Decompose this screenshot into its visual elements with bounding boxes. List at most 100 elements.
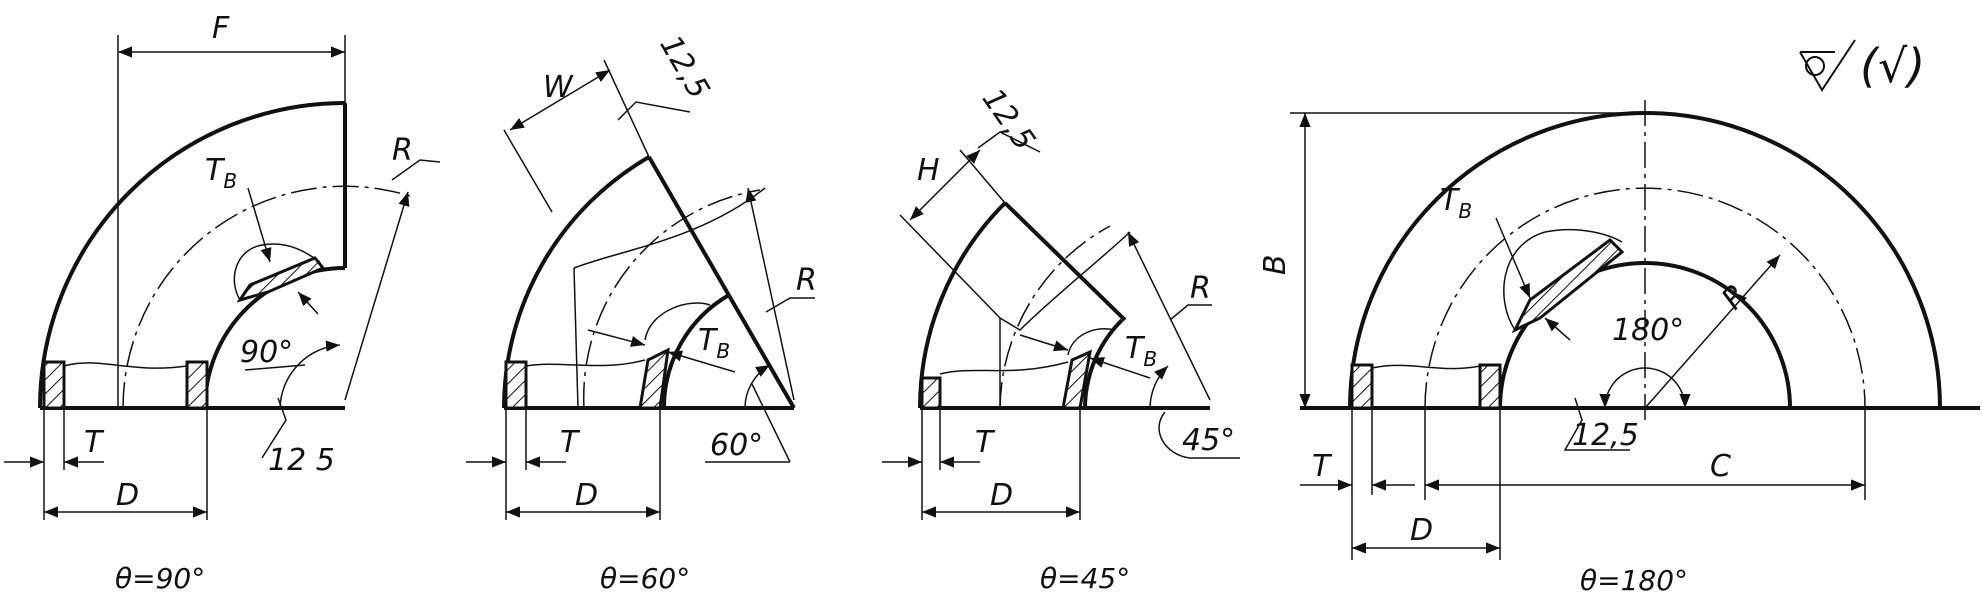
dim-extension	[503, 129, 553, 213]
wall-detail-hatch	[236, 256, 326, 303]
label-R: R	[796, 263, 817, 298]
leader-R	[391, 159, 441, 181]
detail-outline	[233, 243, 321, 301]
label-roughness: 12,5	[653, 30, 717, 105]
label-angle: 90°	[240, 335, 293, 370]
label-T: T	[560, 425, 581, 460]
caption-theta-45: θ=45°	[1040, 562, 1130, 595]
roughness-leader	[1563, 397, 1630, 451]
label-roughness: 12 5	[268, 443, 335, 478]
inner-wall-arc	[1083, 318, 1124, 409]
angle-arc	[1599, 367, 1691, 409]
label-D: D	[990, 478, 1013, 513]
dim-W	[509, 69, 611, 131]
centerline-arc	[122, 185, 411, 409]
centerline-arc	[582, 189, 761, 409]
label-T: T	[975, 425, 996, 460]
inner-wall-arc	[661, 293, 731, 409]
leader-R	[1169, 304, 1212, 321]
dim-extension	[603, 59, 650, 158]
detail-outline	[1503, 228, 1623, 331]
label-roughness: 12,5	[975, 82, 1042, 157]
roughness-bracket: (√)	[1860, 39, 1925, 93]
centerline-vertical	[573, 267, 579, 409]
label-H: H	[917, 153, 940, 188]
leader-TB	[1019, 334, 1069, 352]
view-elbow-45: H 12,5 R TB 45° T D θ=45°	[882, 82, 1240, 595]
dim-H	[909, 149, 981, 221]
label-D: D	[575, 478, 598, 513]
caption-theta-180: θ=180°	[1580, 564, 1688, 597]
roughness-leader	[977, 131, 1041, 153]
dim-extension	[899, 214, 1001, 319]
label-T: T	[1312, 449, 1333, 484]
detail-outline	[644, 302, 711, 341]
dim-R	[1644, 254, 1781, 409]
wall-section-inner	[1478, 363, 1502, 410]
roughness-check-icon	[1799, 39, 1856, 92]
leader-TB	[587, 329, 646, 347]
label-F: F	[212, 11, 230, 46]
label-angle: 60°	[710, 428, 763, 463]
label-TB: TB	[1440, 183, 1472, 223]
angle-arc	[1149, 365, 1169, 409]
caption-theta-60: θ=60°	[600, 562, 690, 595]
centerline-arc	[999, 225, 1111, 409]
break-line	[525, 359, 646, 367]
detail-outline	[1067, 328, 1116, 356]
label-D: D	[116, 478, 139, 513]
angle-leader	[1158, 411, 1240, 459]
label-W: W	[543, 70, 574, 105]
roughness-circle-icon	[1805, 56, 1825, 76]
label-TB: TB	[205, 153, 237, 193]
view-elbow-60: W 12,5 R TB 60° T D θ=60°	[466, 30, 817, 595]
angle-arc	[744, 364, 771, 409]
break-line	[1371, 364, 1481, 370]
outer-wall-arc	[38, 101, 346, 409]
label-C: C	[1710, 449, 1731, 484]
label-angle: 180°	[1612, 313, 1684, 348]
wall-section-inner	[638, 347, 670, 410]
label-roughness: 12,5	[1572, 418, 1639, 453]
break-line	[939, 361, 1069, 375]
label-R: R	[392, 133, 413, 168]
angle-underline	[244, 364, 306, 371]
leader-R	[765, 297, 815, 313]
dim-R	[745, 187, 795, 401]
label-D: D	[1410, 513, 1433, 548]
caption-theta-90: θ=90°	[115, 562, 205, 595]
leader-TB-2	[667, 350, 736, 373]
centerline-sketch	[573, 187, 766, 269]
angle-leader	[751, 383, 791, 463]
roughness-leader	[617, 101, 691, 121]
dim-extension	[959, 149, 1006, 204]
dim-R	[344, 191, 410, 401]
leader-TB-2	[1544, 317, 1571, 341]
leader-TB	[247, 187, 272, 263]
centerline-sketch	[999, 231, 1131, 331]
label-R: R	[1190, 271, 1211, 306]
wall-section-outer	[504, 360, 528, 410]
inner-wall-arc	[1498, 261, 1792, 409]
label-angle: 45°	[1182, 423, 1235, 458]
view-elbow-90: F TB R 90° 12 5 T D θ=90°	[4, 11, 441, 595]
leader-TB-2	[297, 291, 319, 315]
dim-R	[1127, 231, 1211, 401]
surface-roughness-symbol: (√)	[1799, 39, 1925, 93]
wall-section-outer	[1350, 363, 1374, 410]
roughness-leader	[261, 397, 287, 459]
wall-section-inner	[185, 360, 209, 410]
label-B: B	[1258, 254, 1293, 275]
view-return-180: B TB R 180° 12,5 C T D θ=180°	[1258, 100, 1980, 597]
wall-section-outer	[42, 360, 66, 410]
leader-TB-2	[1089, 357, 1151, 379]
leader-TB	[1495, 217, 1531, 299]
wall-section-outer	[920, 376, 942, 410]
end-face	[1003, 201, 1127, 322]
label-T: T	[84, 425, 105, 460]
wall-detail-hatch	[1511, 238, 1625, 334]
label-TB: TB	[698, 323, 730, 363]
break-line	[63, 362, 188, 369]
wall-section-inner	[1061, 349, 1092, 410]
